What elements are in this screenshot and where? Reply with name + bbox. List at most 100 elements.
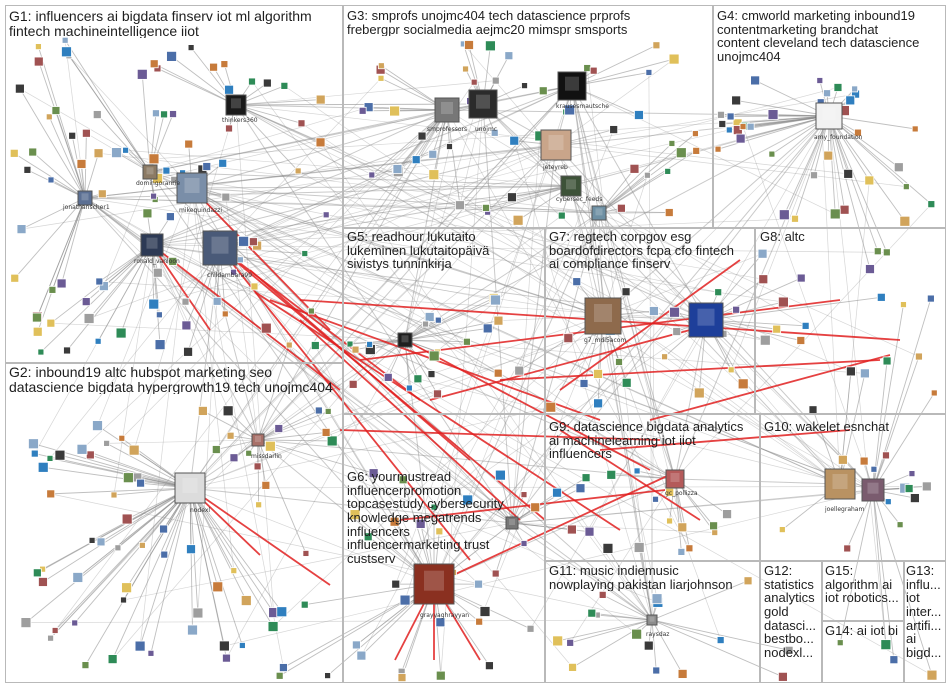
node-thumbnail <box>220 60 229 69</box>
edge <box>139 187 193 647</box>
group-box-g4 <box>713 5 946 228</box>
edge <box>149 106 369 173</box>
hub-node-thumbnail <box>251 433 265 447</box>
group-label-g6: G6: yourmustread influencerpromotion top… <box>347 470 504 566</box>
node-thumbnail <box>520 540 528 547</box>
node-thumbnail <box>260 322 272 334</box>
node-thumbnail <box>98 281 109 291</box>
node-thumbnail <box>606 469 617 480</box>
edge <box>189 85 573 489</box>
group-box-g13 <box>904 561 946 683</box>
node-thumbnail <box>218 158 228 168</box>
node-thumbnail <box>377 74 385 82</box>
edge <box>828 115 887 645</box>
node-thumbnail <box>138 541 146 549</box>
node-thumbnail <box>759 334 771 346</box>
node-thumbnail <box>225 124 233 133</box>
edge <box>555 58 675 146</box>
node-thumbnail <box>160 550 169 559</box>
node-thumbnail <box>902 183 910 191</box>
node-thumbnail <box>150 192 157 200</box>
node-thumbnail <box>230 268 237 276</box>
edge <box>433 469 681 585</box>
edge <box>151 244 341 391</box>
node-thumbnail <box>83 313 95 324</box>
node-thumbnail <box>81 297 91 307</box>
edge <box>66 51 151 173</box>
node-thumbnail <box>162 166 171 175</box>
group-box-g12 <box>760 561 822 683</box>
edge <box>664 356 841 485</box>
node-thumbnail <box>10 273 20 283</box>
edge <box>557 619 653 642</box>
edge <box>482 103 572 187</box>
edge <box>59 454 191 489</box>
node-thumbnail <box>392 164 403 174</box>
edge <box>598 212 920 357</box>
edge <box>235 104 302 124</box>
node-thumbnail <box>464 40 474 50</box>
hub-node-thumbnail <box>591 205 607 221</box>
edge <box>151 244 676 480</box>
node-thumbnail <box>772 324 782 334</box>
edge <box>125 149 572 187</box>
edge <box>219 247 471 561</box>
edge <box>257 109 448 441</box>
node-thumbnail <box>882 356 892 366</box>
edge <box>571 85 600 214</box>
node-thumbnail <box>566 524 577 535</box>
edge <box>49 247 221 459</box>
edge <box>446 85 573 111</box>
hub-node-thumbnail <box>584 297 622 335</box>
node-thumbnail <box>221 192 231 202</box>
edge <box>511 522 653 621</box>
node-thumbnail <box>435 527 444 536</box>
edge <box>602 315 653 621</box>
hub-node-highlight <box>832 474 848 489</box>
node-thumbnail <box>389 105 400 117</box>
node-label-gc-pollizza: gc_pollizza <box>665 490 698 497</box>
group-label-g2: G2: inbound19 altc hubspot marketing seo… <box>9 365 333 395</box>
node-thumbnail <box>652 41 661 50</box>
edge <box>189 487 283 613</box>
edge <box>189 487 331 586</box>
node-thumbnail <box>134 640 146 652</box>
edge <box>431 315 604 375</box>
node-thumbnail <box>366 341 374 348</box>
node-thumbnail <box>221 310 229 318</box>
node-thumbnail <box>930 389 938 397</box>
node-thumbnail <box>94 337 102 345</box>
edge <box>570 185 604 317</box>
edge <box>559 259 741 391</box>
edge <box>872 489 933 676</box>
node-thumbnail <box>717 110 725 119</box>
node-thumbnail <box>621 287 631 297</box>
node-thumbnail <box>114 544 122 552</box>
edge <box>191 153 433 189</box>
edge <box>126 487 191 588</box>
node-thumbnail <box>136 478 145 488</box>
edge <box>598 212 676 480</box>
node-thumbnail <box>120 596 127 604</box>
node-thumbnail <box>666 517 673 525</box>
node-thumbnail <box>222 653 231 663</box>
node-thumbnail <box>434 316 442 324</box>
node-thumbnail <box>115 327 127 339</box>
node-label-mikequindazzi: mikequindazzi <box>179 207 222 214</box>
node-thumbnail <box>14 83 25 94</box>
edge <box>97 187 193 426</box>
node-thumbnail <box>718 120 727 128</box>
edge <box>570 619 653 644</box>
edge <box>81 448 191 489</box>
node-thumbnail <box>46 318 56 328</box>
node-thumbnail <box>796 273 806 283</box>
node-thumbnail <box>142 208 153 219</box>
hub-node-thumbnail <box>665 469 685 489</box>
edge <box>730 115 830 370</box>
edge <box>217 144 557 302</box>
node-thumbnail <box>509 135 520 146</box>
hub-node-highlight <box>595 208 603 216</box>
node-thumbnail <box>609 125 619 134</box>
edge <box>151 144 557 246</box>
node-thumbnail <box>63 346 71 355</box>
